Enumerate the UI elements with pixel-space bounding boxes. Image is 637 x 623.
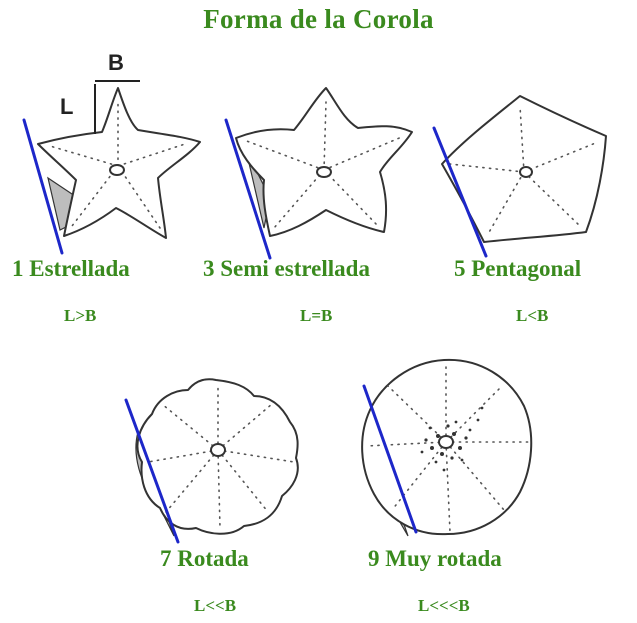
ratio-label-pentagonal: L<B <box>516 306 549 325</box>
corolla-vein-dots <box>449 105 599 235</box>
shape-label-muy-rotada: 9 Muy rotada <box>368 546 502 571</box>
corolla-vein-dots <box>147 387 295 529</box>
corolla-very-rotate-shape <box>361 358 533 537</box>
corolla-center <box>519 166 533 178</box>
shape-label-rotada: 7 Rotada <box>160 546 249 571</box>
diagram-title: Forma de la Corola <box>203 4 434 34</box>
tangent-indicator-line <box>224 118 272 260</box>
corolla-vein-dots <box>365 365 529 533</box>
corolla-pentagonal-shape <box>432 95 607 258</box>
shape-label-semi-estrellada: 3 Semi estrellada <box>203 256 370 281</box>
corolla-star-shape <box>22 80 201 255</box>
corolla-rotate-shape <box>124 378 299 544</box>
shape-label-pentagonal: 5 Pentagonal <box>454 256 582 281</box>
ratio-label-rotada: L<<B <box>194 596 237 615</box>
ratio-label-semi-estrellada: L=B <box>300 306 333 325</box>
ratio-label-muy-rotada: L<<<B <box>418 596 470 615</box>
breadth-label: B <box>108 50 124 75</box>
tangent-indicator-line <box>432 126 488 258</box>
corolla-vein-dots <box>243 101 405 229</box>
tangent-indicator-line <box>22 118 64 255</box>
corolla-center <box>316 166 332 178</box>
corolla-center <box>210 443 226 457</box>
corolla-semi-star-shape <box>224 87 413 260</box>
tangent-indicator-line <box>124 398 180 544</box>
shape-label-estrellada: 1 Estrellada <box>12 256 130 281</box>
dense-center-dots <box>420 406 484 472</box>
corolla-center <box>438 435 454 449</box>
corolla-center <box>109 164 125 176</box>
length-label: L <box>60 94 74 119</box>
star-corolla-outline <box>37 87 201 239</box>
ratio-label-estrellada: L>B <box>64 306 97 325</box>
tangent-indicator-line <box>362 384 418 534</box>
corolla-vein-dots <box>49 102 189 229</box>
